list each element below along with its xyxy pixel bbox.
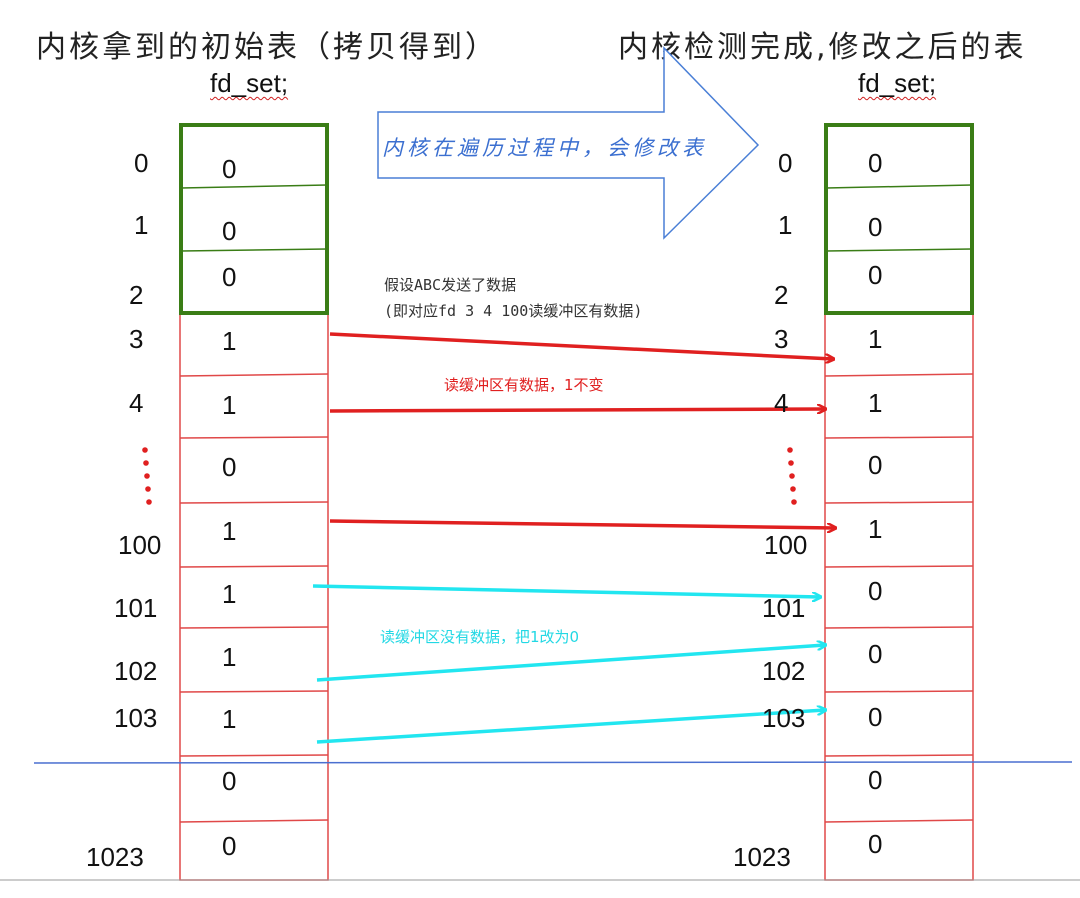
right-cell-value: 1 — [868, 388, 883, 418]
left-ellipsis-dots — [142, 447, 152, 505]
right-cell-value: 1 — [868, 324, 883, 354]
left-fd-label: 1023 — [86, 842, 144, 872]
red-arrow-fd100 — [329, 519, 835, 528]
right-fd-label: 1023 — [733, 842, 791, 872]
left-fd-set-label: fd_set; — [210, 68, 289, 98]
divider-line — [33, 761, 1073, 764]
right-cell-value: 0 — [868, 260, 883, 290]
left-table-title: 内核拿到的初始表（拷贝得到） — [36, 30, 498, 65]
left-cell-value: 0 — [222, 452, 237, 482]
right-fd-label: 101 — [762, 593, 806, 623]
left-fd-label: 100 — [118, 530, 162, 560]
note-red: 读缓冲区有数据，1不变 — [444, 376, 604, 394]
right-cell-value: 0 — [868, 639, 883, 669]
right-fd-label: 103 — [762, 703, 806, 733]
left-cell-value: 0 — [222, 766, 237, 796]
note-abc-line1: 假设ABC发送了数据 — [384, 276, 517, 294]
left-cell-value: 0 — [222, 831, 237, 861]
left-fd-label: 1 — [134, 210, 149, 240]
left-cell-value: 0 — [222, 154, 237, 184]
right-fd-label: 0 — [778, 148, 793, 178]
left-cell-value: 1 — [222, 704, 237, 734]
red-arrow-fd3 — [329, 332, 833, 359]
right-cell-value: 0 — [868, 702, 883, 732]
right-ellipsis-dots — [787, 447, 797, 505]
left-fd-label: 101 — [114, 593, 158, 623]
left-cell-value: 0 — [222, 216, 237, 246]
right-fd-label: 2 — [774, 280, 789, 310]
right-fd-label: 4 — [774, 388, 789, 418]
left-cell-value: 1 — [222, 516, 237, 546]
big-arrow-text: 内核在遍历过程中，会修改表 — [382, 136, 707, 160]
left-fd-table — [179, 123, 329, 881]
right-fd-label: 102 — [762, 656, 806, 686]
right-table-title: 内核检测完成,修改之后的表 — [618, 30, 1027, 65]
left-fd-label: 3 — [129, 324, 144, 354]
right-cell-value: 0 — [868, 829, 883, 859]
left-cell-value: 1 — [222, 390, 237, 420]
cyan-arrow-fd102 — [316, 645, 825, 682]
right-cell-value: 0 — [868, 148, 883, 178]
right-cell-value: 1 — [868, 514, 883, 544]
right-cell-value: 0 — [868, 450, 883, 480]
left-fd-label: 102 — [114, 656, 158, 686]
right-cell-value: 0 — [868, 212, 883, 242]
right-cell-value: 0 — [868, 765, 883, 795]
cyan-arrow-fd101 — [312, 584, 820, 597]
right-fd-set-label: fd_set; — [858, 68, 937, 98]
big-blue-arrow — [377, 46, 760, 240]
red-arrow-fd4 — [329, 409, 825, 411]
left-fd-label: 2 — [129, 280, 144, 310]
right-fd-label: 100 — [764, 530, 808, 560]
left-fd-label: 0 — [134, 148, 149, 178]
left-cell-value: 1 — [222, 579, 237, 609]
right-cell-value: 0 — [868, 576, 883, 606]
note-cyan: 读缓冲区没有数据，把1改为0 — [380, 628, 580, 646]
left-fd-label: 4 — [129, 388, 144, 418]
left-cell-value: 0 — [222, 262, 237, 292]
cyan-arrow-fd103 — [316, 710, 825, 744]
right-fd-table — [824, 123, 974, 881]
left-cell-value: 1 — [222, 642, 237, 672]
left-fd-label: 103 — [114, 703, 158, 733]
right-fd-label: 3 — [774, 324, 789, 354]
note-abc-line2: (即对应fd 3 4 100读缓冲区有数据) — [384, 302, 643, 320]
right-fd-label: 1 — [778, 210, 793, 240]
left-cell-value: 1 — [222, 326, 237, 356]
